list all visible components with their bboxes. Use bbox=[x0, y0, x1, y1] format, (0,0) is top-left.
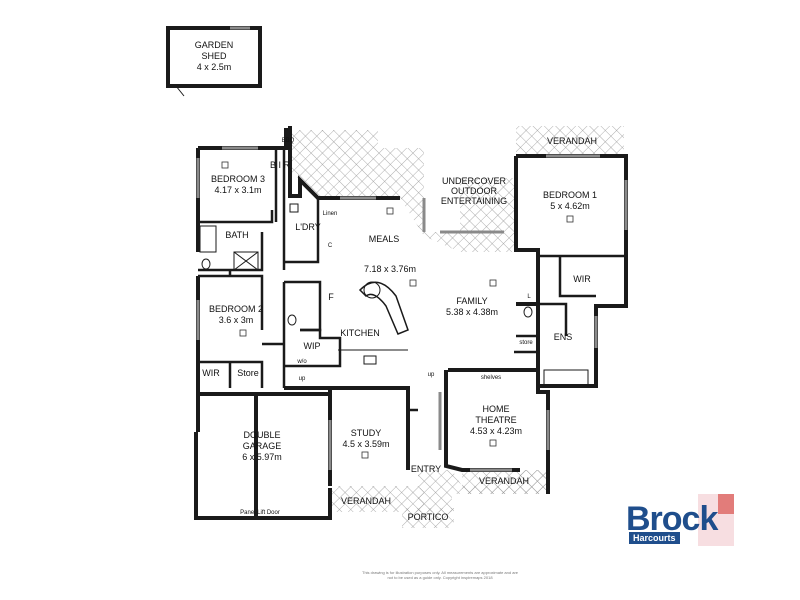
wir1-label: WIR bbox=[573, 274, 591, 284]
verandah-left-label: VERANDAH bbox=[341, 496, 391, 506]
meals-size: 7.18 x 3.76m bbox=[364, 264, 416, 274]
shelves-label: shelves bbox=[481, 375, 501, 381]
meals-label: MEALS bbox=[369, 234, 400, 244]
up-label-2: up bbox=[428, 372, 435, 378]
room-labels: GARDEN SHED 4 x 2.5m BEDROOM 3 4.17 x 3.… bbox=[195, 40, 597, 522]
garden-shed-label-2: SHED bbox=[201, 51, 227, 61]
brand-logo bbox=[622, 494, 734, 546]
verandah-top-label: VERANDAH bbox=[547, 136, 597, 146]
undercover-label-3: ENTERTAINING bbox=[441, 196, 507, 206]
double-garage-label: DOUBLE bbox=[243, 430, 280, 440]
bbq-label: BBQ bbox=[282, 138, 295, 144]
home-theatre-size: 4.53 x 4.23m bbox=[470, 426, 522, 436]
brand-name: Brock bbox=[626, 500, 718, 538]
panel-lift-door-label: Panel Lift Door bbox=[240, 510, 280, 516]
windows bbox=[196, 26, 628, 472]
family-size: 5.38 x 4.38m bbox=[446, 307, 498, 317]
double-garage-size: 6 x 5.97m bbox=[242, 452, 282, 462]
disclaimer-text: This drawing is for illustration purpose… bbox=[362, 570, 518, 580]
ensuite-label: ENS bbox=[554, 332, 573, 342]
outdoor-hatching bbox=[290, 126, 624, 528]
bedroom1-size: 5 x 4.62m bbox=[550, 201, 590, 211]
garden-shed-size: 4 x 2.5m bbox=[197, 62, 232, 72]
cupboard-label: C bbox=[328, 243, 333, 249]
laundry-label: L'DRY bbox=[295, 222, 321, 232]
linen-label: Linen bbox=[323, 211, 338, 217]
undercover-label-1: UNDERCOVER bbox=[442, 176, 507, 186]
bath-label: BATH bbox=[225, 230, 248, 240]
up-label-1: up bbox=[299, 376, 306, 382]
home-theatre-label: HOME bbox=[483, 404, 510, 414]
brand-sub: Harcourts bbox=[629, 532, 680, 544]
undercover-label-2: OUTDOOR bbox=[451, 186, 497, 196]
bedroom3-label: BEDROOM 3 bbox=[211, 174, 265, 184]
wip-label: WIP bbox=[304, 341, 321, 351]
verandah-right-label: VERANDAH bbox=[479, 476, 529, 486]
bedroom3-size: 4.17 x 3.1m bbox=[214, 185, 261, 195]
store-label: Store bbox=[237, 368, 259, 378]
portico-label: PORTICO bbox=[408, 512, 449, 522]
study-size: 4.5 x 3.59m bbox=[342, 439, 389, 449]
wir2-label: WIR bbox=[202, 368, 220, 378]
kitchen-island bbox=[338, 281, 409, 351]
wall-oven-label: w/o bbox=[296, 359, 307, 365]
home-theatre-label-2: THEATRE bbox=[475, 415, 516, 425]
bedroom2-label: BEDROOM 2 bbox=[209, 304, 263, 314]
bir-label: B I R bbox=[270, 160, 291, 170]
study-label: STUDY bbox=[351, 428, 382, 438]
store-small-label: store bbox=[519, 340, 533, 346]
garden-shed-label: GARDEN bbox=[195, 40, 234, 50]
l-label: L bbox=[527, 294, 531, 300]
bedroom2-size: 3.6 x 3m bbox=[219, 315, 254, 325]
kitchen-label: KITCHEN bbox=[340, 328, 380, 338]
fridge-label: F bbox=[328, 292, 334, 302]
entry-label: ENTRY bbox=[411, 464, 441, 474]
interior-walls bbox=[198, 148, 626, 412]
family-label: FAMILY bbox=[456, 296, 487, 306]
garden-shed bbox=[166, 26, 262, 97]
light-symbols bbox=[221, 161, 574, 459]
bedroom1-label: BEDROOM 1 bbox=[543, 190, 597, 200]
double-garage-label-2: GARAGE bbox=[243, 441, 282, 451]
fixtures bbox=[199, 203, 589, 387]
